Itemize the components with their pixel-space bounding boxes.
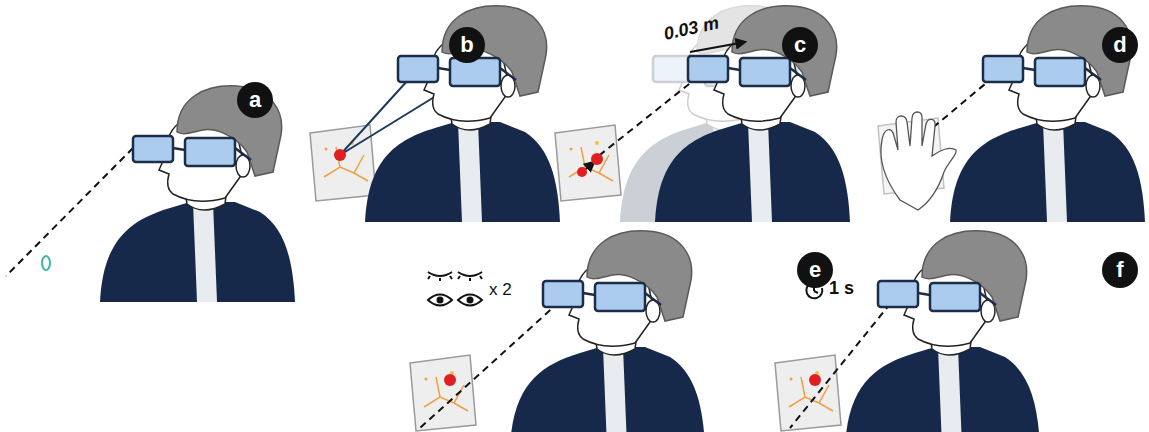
panel-letter: f [1102,252,1138,288]
panel-badge: e [797,252,833,288]
panel-badge: c [782,27,818,63]
panel-badge: b [449,27,485,63]
count-label: x 2 [489,280,512,300]
badge-disc [1102,27,1138,63]
panel-letter: d [1102,27,1138,63]
panel-letter: b [449,27,485,63]
badge-disc [797,252,833,288]
panel-letter: a [237,82,273,118]
badge-disc [449,27,485,63]
badge-disc [782,27,818,63]
panel-badge: f [1102,252,1138,288]
badge-disc [237,82,273,118]
panel-badge: a [237,82,273,118]
panel-letter: e [797,252,833,288]
panel-badge: d [1102,27,1138,63]
badge-disc [1102,252,1138,288]
panel-letter: c [782,27,818,63]
count-label: 1 s [829,278,854,299]
